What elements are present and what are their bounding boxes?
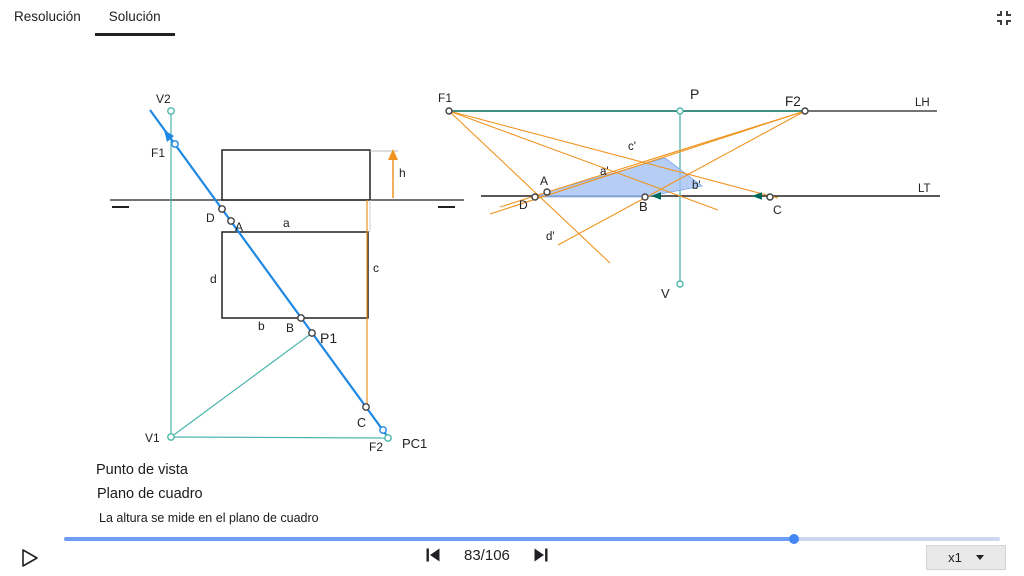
speed-dropdown[interactable]: x1 — [926, 545, 1006, 570]
plan-label-f1: F1 — [151, 146, 165, 160]
persp-label-f1: F1 — [438, 91, 452, 105]
persp-construction-line-f1-d — [448, 110, 611, 264]
persp-label-c: C — [773, 203, 782, 217]
persp-point-v — [676, 280, 684, 288]
step-controls: 83/106 — [424, 546, 550, 564]
persp-label-v: V — [661, 286, 670, 301]
persp-point-p — [676, 107, 684, 115]
plan-label-v2: V2 — [156, 92, 171, 106]
plan-label-a-point: A — [235, 220, 243, 234]
persp-label-a: A — [540, 174, 548, 188]
tab-resolucion[interactable]: Resolución — [0, 0, 95, 36]
plan-label-edge-b: b — [258, 319, 265, 333]
persp-label-d: D — [519, 198, 528, 212]
fullscreen-exit-icon — [997, 11, 1011, 25]
persp-construction-line-f1-b — [448, 110, 719, 211]
play-icon — [22, 549, 38, 567]
plan-label-pc1: PC1 — [402, 436, 427, 451]
plan-lower-rectangle — [221, 231, 369, 319]
plan-label-v1: V1 — [145, 431, 160, 445]
plan-view-diagram: V2 F1 h D A a d c b B P1 C V1 F2 PC1 — [110, 92, 464, 454]
tab-solucion[interactable]: Solución — [94, 0, 175, 36]
plan-label-edge-d: d — [210, 272, 217, 286]
progress-bar[interactable] — [64, 534, 1000, 544]
caption-plano-de-cuadro: Plano de cuadro — [97, 486, 203, 502]
plan-point-pc1 — [384, 434, 392, 442]
persp-construction-line-f2-d — [489, 110, 806, 215]
persp-label-b-prime: b' — [692, 180, 701, 192]
plan-picture-plane-arrowhead — [164, 130, 174, 142]
persp-label-lh: LH — [915, 97, 930, 109]
plan-viewpoint-line-v1-pc1 — [170, 436, 388, 439]
plan-label-edge-c: c — [373, 261, 379, 275]
progress-handle[interactable] — [789, 534, 800, 544]
previous-step-button[interactable] — [424, 546, 442, 564]
chevron-down-icon — [975, 555, 984, 560]
plan-point-v1 — [167, 433, 175, 441]
skip-next-icon — [534, 548, 548, 562]
plan-picture-plane-line — [149, 109, 391, 441]
tab-resolucion-label: Resolución — [14, 9, 81, 24]
tab-solucion-label: Solución — [108, 9, 161, 24]
persp-label-c-prime: c' — [628, 141, 636, 153]
persp-label-f2: F2 — [785, 94, 801, 109]
persp-construction-line-f2-a — [499, 110, 806, 208]
persp-label-lt: LT — [918, 183, 931, 195]
persp-construction-line-f2-b — [557, 110, 806, 246]
play-button[interactable] — [20, 548, 40, 568]
perspective-view-diagram: F1 P F2 LH LT A D B C V c' a' b' d' — [438, 86, 940, 301]
persp-point-c — [766, 193, 774, 201]
fullscreen-exit-button[interactable] — [992, 6, 1016, 30]
plan-point-f1 — [171, 140, 179, 148]
persp-arrowhead-at-c — [752, 192, 762, 200]
plan-height-arrowhead — [388, 149, 398, 160]
caption-altura-note: La altura se mide en el plano de cuadro — [99, 511, 319, 525]
persp-point-d — [531, 193, 539, 201]
plan-label-h: h — [399, 166, 406, 180]
persp-point-a — [543, 188, 551, 196]
plan-label-c-point: C — [357, 416, 366, 430]
plan-upper-rectangle — [221, 149, 371, 201]
caption-punto-de-vista: Punto de vista — [96, 462, 188, 478]
plan-label-f2: F2 — [369, 440, 383, 454]
plan-label-b-point: B — [286, 321, 294, 335]
persp-label-d-prime: d' — [546, 231, 555, 243]
plan-point-b — [297, 314, 305, 322]
progress-fill — [64, 537, 795, 541]
persp-point-f1 — [445, 107, 453, 115]
plan-label-edge-a: a — [283, 216, 290, 230]
plan-label-d-point: D — [206, 211, 215, 225]
plan-point-c — [362, 403, 370, 411]
plan-point-a — [227, 217, 235, 225]
next-step-button[interactable] — [532, 546, 550, 564]
persp-construction-line-f1-c — [448, 110, 779, 199]
persp-arrowhead-at-b — [651, 192, 661, 200]
persp-label-b: B — [639, 199, 648, 214]
persp-label-a-prime: a' — [600, 166, 609, 178]
speed-value: x1 — [948, 550, 962, 565]
persp-point-b — [641, 193, 649, 201]
skip-previous-icon — [426, 548, 440, 562]
plan-label-p1: P1 — [320, 330, 337, 346]
plan-point-f2 — [379, 426, 387, 434]
plan-point-v2 — [167, 107, 175, 115]
top-bar: Resolución Solución — [0, 0, 1024, 36]
persp-point-f2 — [801, 107, 809, 115]
plan-point-p1 — [308, 329, 316, 337]
persp-label-p: P — [690, 86, 699, 102]
plan-point-d — [218, 205, 226, 213]
plan-viewpoint-line-v1-p1 — [170, 332, 313, 438]
step-counter: 83/106 — [464, 546, 510, 564]
